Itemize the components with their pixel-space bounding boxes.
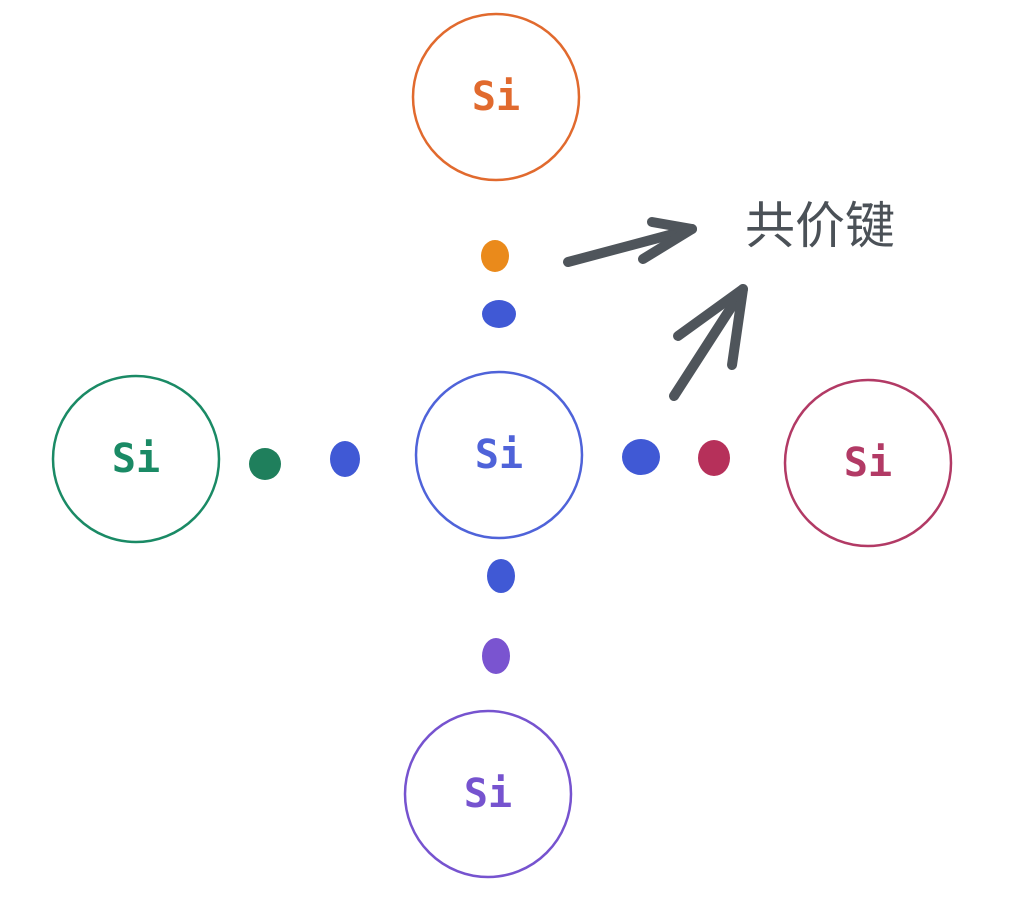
atom-center-circle [414,370,584,540]
atom-center-label: Si [475,432,523,478]
electron-left-outer [249,448,281,480]
atom-top: Si [411,12,581,182]
atom-right-circle [783,378,953,548]
atom-left: Si [51,374,221,544]
electron-left-inner [330,441,360,477]
atom-top-label: Si [472,74,520,120]
atom-center: Si [414,370,584,540]
atom-bottom-label: Si [464,771,512,817]
electron-top-inner [482,300,516,328]
atom-right: Si [783,378,953,548]
arrow-icon-vertical [669,284,748,401]
atom-left-circle [51,374,221,544]
arrow-icon-horizontal [563,217,697,267]
covalent-bond-label: 共价键 [745,197,895,255]
atom-bottom: Si [403,709,573,879]
electron-bottom-inner [487,559,515,593]
atom-top-circle [411,12,581,182]
atom-left-label: Si [112,436,160,482]
electron-top-outer [481,240,509,272]
electron-right-inner [622,439,660,475]
electron-bottom-outer [482,638,510,674]
electron-right-outer [698,440,730,476]
atom-bottom-circle [403,709,573,879]
atom-right-label: Si [844,440,892,486]
